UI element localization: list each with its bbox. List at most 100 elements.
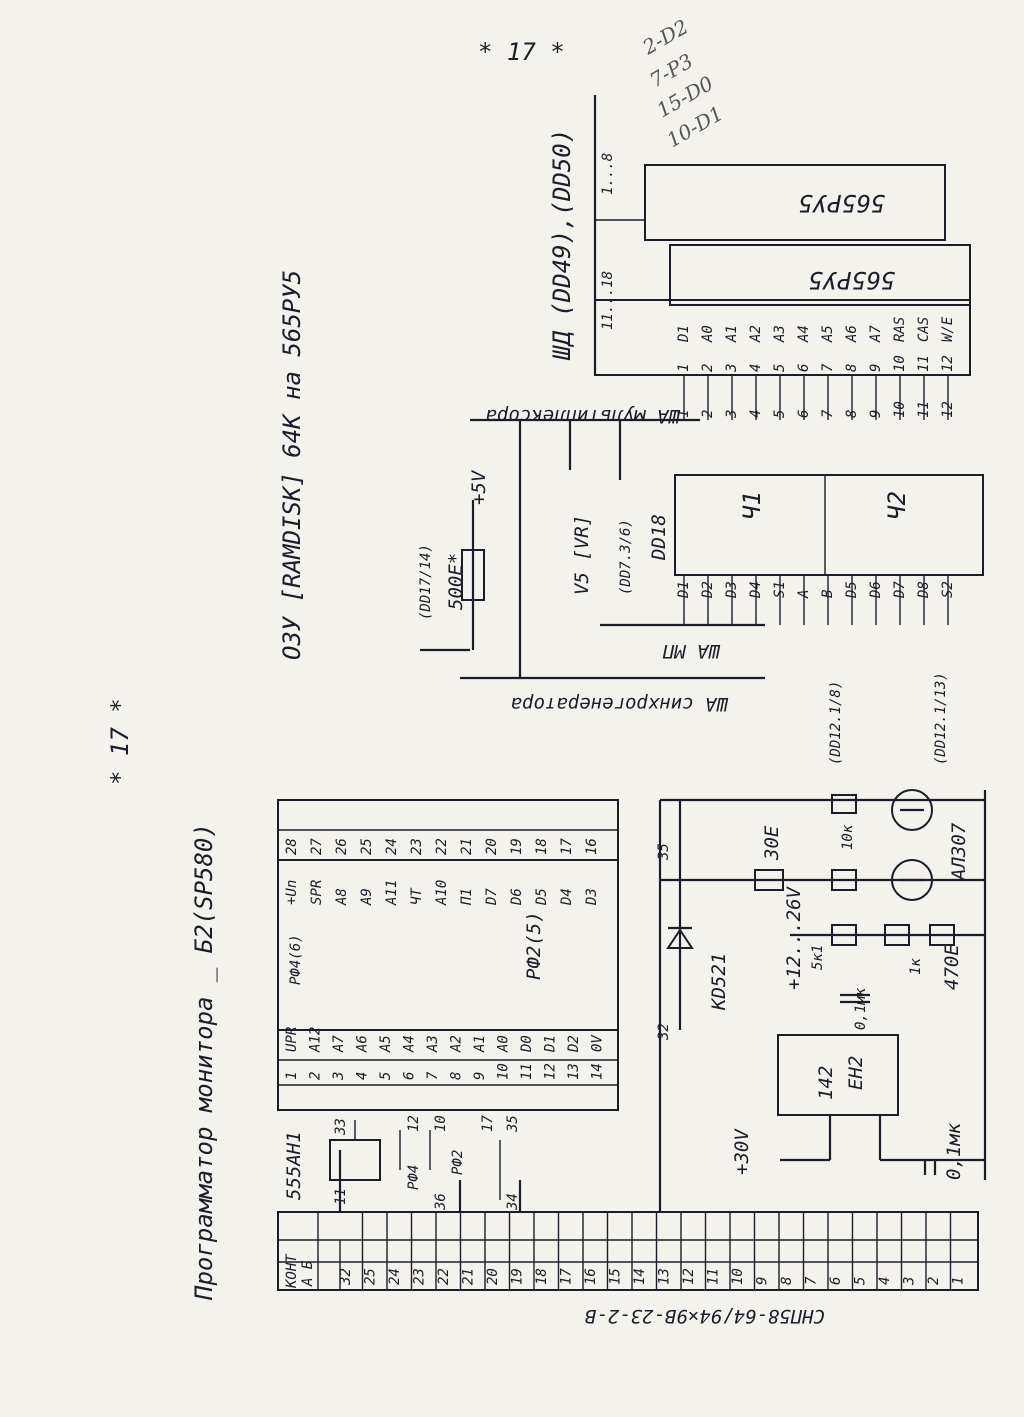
mem-num-2: 2 bbox=[700, 364, 716, 372]
svg-text:36: 36 bbox=[433, 1193, 449, 1211]
rom-left-num-1: 1 bbox=[284, 1072, 300, 1080]
switch-555AH1: 555АН1 РФ4 РФ2 12 10 17 35 33 11 36 34 bbox=[283, 1115, 521, 1211]
mem-pin-A6: A6 bbox=[844, 325, 860, 343]
rom-left-pin-7: A3 bbox=[425, 1035, 441, 1053]
rom-left-num-10: 10 bbox=[496, 1063, 512, 1080]
rom-right-num-13: 16 bbox=[584, 838, 600, 855]
programmer-title: Программатор монитора _ Б2(SP580) bbox=[190, 823, 218, 1301]
svg-text:+12...26V: +12...26V bbox=[783, 885, 805, 990]
svg-text:ШД (DD49),(DD50): ШД (DD49),(DD50) bbox=[548, 129, 576, 361]
svg-text:Ч1: Ч1 bbox=[738, 491, 766, 520]
rom-right-num-1: 28 bbox=[284, 838, 300, 855]
connector-row-3: 3 bbox=[902, 1277, 918, 1286]
rom-left-pin-14: 0V bbox=[590, 1034, 606, 1052]
svg-text:35: 35 bbox=[656, 843, 672, 861]
connector-row-11: 11 bbox=[706, 1268, 722, 1285]
svg-text:ША синхрогенератора: ША синхрогенератора bbox=[511, 693, 729, 715]
rom-left-pin-12: D1 bbox=[543, 1035, 559, 1053]
mem-bus-8: 8 bbox=[844, 410, 860, 418]
memory-chips: 565РУ5 565РУ5 11...18 1...8 bbox=[593, 95, 971, 376]
rom-left-num-12: 12 bbox=[543, 1063, 559, 1080]
rom-left-pin-5: A5 bbox=[378, 1035, 394, 1053]
connector-row-24: 24 bbox=[387, 1268, 403, 1285]
mem-num-8: 8 bbox=[844, 364, 860, 372]
rom-right-pin-12: D4 bbox=[559, 888, 575, 906]
rom-right-num-7: 22 bbox=[434, 838, 450, 855]
rom-right-num-11: 18 bbox=[534, 838, 550, 855]
svg-text:12: 12 bbox=[406, 1115, 422, 1132]
connector-row-22: 22 bbox=[436, 1268, 452, 1285]
connector-bus bbox=[338, 790, 987, 1212]
rom-left-num-6: 6 bbox=[402, 1072, 418, 1080]
svg-text:(DD17/14): (DD17/14) bbox=[418, 544, 434, 620]
mem-bus-5: 5 bbox=[772, 410, 788, 418]
regulator-142eh2: 142 ЕН2 +30V +12...26V bbox=[731, 885, 985, 1175]
svg-text:(DD7.3/6): (DD7.3/6) bbox=[618, 519, 634, 595]
mux-dd18: DD18 Ч1 Ч2 bbox=[648, 474, 984, 576]
rom-left-num-11: 11 bbox=[519, 1063, 535, 1080]
rom-left-pin-6: A4 bbox=[402, 1035, 418, 1053]
passives: 30Е 10к 5к1 1к 470Е 0,1мк 0,1мк bbox=[660, 794, 985, 1180]
svg-text:470Е: 470Е bbox=[941, 944, 963, 990]
svg-text:РФ4: РФ4 bbox=[406, 1165, 422, 1190]
mem-num-9: 9 bbox=[868, 364, 884, 372]
svg-text:32: 32 bbox=[656, 1023, 672, 1041]
connector-row-13: 13 bbox=[657, 1268, 673, 1285]
rom-right-pin-13: D3 bbox=[584, 888, 600, 906]
led-indicators: АЛ307 bbox=[891, 789, 970, 901]
rom-left-pin-9: A1 bbox=[472, 1035, 488, 1053]
rom-name: РФ2(5) bbox=[523, 911, 545, 980]
svg-text:35: 35 bbox=[505, 1115, 521, 1133]
mem-pin-A0: A0 bbox=[700, 325, 716, 343]
mem-bus-1: 1 bbox=[676, 410, 692, 418]
svg-text:33: 33 bbox=[333, 1118, 349, 1136]
svg-text:5к1: 5к1 bbox=[810, 945, 826, 970]
rom-left-pin-13: D2 bbox=[566, 1035, 582, 1053]
rom-right-num-4: 25 bbox=[359, 838, 375, 855]
svg-text:0,1мк: 0,1мк bbox=[853, 987, 869, 1030]
rom-right-pins: +Un28SPR27A826A925A1124ЧТ23A1022П121D720… bbox=[284, 838, 600, 906]
connector-header-1: КОНТ bbox=[284, 1253, 300, 1289]
connector-row-7: 7 bbox=[804, 1276, 820, 1285]
rom-left-num-14: 14 bbox=[590, 1063, 606, 1080]
rom-right-pin-9: D7 bbox=[484, 888, 500, 906]
connector-row-23: 23 bbox=[412, 1268, 428, 1285]
rom-left-num-5: 5 bbox=[378, 1072, 394, 1080]
mem-bus-3: 3 bbox=[724, 410, 740, 419]
rom-socket: РФ2(5) РФ4(6) bbox=[277, 799, 619, 1111]
rom-right-num-12: 17 bbox=[559, 838, 575, 855]
diode-kd521: KD521 35 32 bbox=[656, 800, 730, 1041]
connector-row-9: 9 bbox=[755, 1277, 771, 1285]
mem-bus-9: 9 bbox=[868, 410, 884, 418]
svg-text:РФ2: РФ2 bbox=[450, 1150, 466, 1175]
rom-right-pin-2: SPR bbox=[309, 880, 325, 905]
mem-pin-A7: A7 bbox=[868, 325, 884, 343]
mem-pin-D1: D1 bbox=[676, 325, 692, 343]
rom-left-pin-10: A0 bbox=[496, 1035, 512, 1053]
rom-left-pin-2: A12 bbox=[308, 1027, 324, 1053]
rom-right-pin-11: D5 bbox=[534, 888, 550, 906]
mem-num-4: 4 bbox=[748, 364, 764, 372]
svg-text:565РУ5: 565РУ5 bbox=[808, 266, 895, 294]
svg-text:DD18: DD18 bbox=[648, 514, 670, 561]
rom-left-num-2: 2 bbox=[308, 1072, 324, 1080]
mem-num-6: 6 bbox=[796, 364, 812, 372]
rom-left-num-9: 9 bbox=[472, 1072, 488, 1080]
rom-left-pins: UPR1A122A73A64A55A46A37A28A19A010D011D11… bbox=[284, 1027, 606, 1081]
rom-right-num-10: 19 bbox=[509, 838, 525, 855]
ramdisk-title: ОЗУ [RAMDISK] 64К на 565РУ5 bbox=[278, 270, 306, 660]
ramdisk-buses: ША мультиплексора ША МП ША синхрогенерат… bbox=[460, 129, 765, 715]
connector-row-1: 1 bbox=[951, 1277, 967, 1285]
rom-left-pin-11: D0 bbox=[519, 1035, 535, 1053]
rom-right-num-2: 27 bbox=[309, 838, 325, 855]
connector-label: СНП58-64/94×9В-23-2-В bbox=[585, 1305, 825, 1327]
mem-bus-10: 10 bbox=[892, 401, 908, 418]
rom-alt: РФ4(6) bbox=[288, 934, 304, 985]
rom-left-num-3: 3 bbox=[331, 1072, 347, 1081]
page-marker-right: * 17 * bbox=[478, 38, 565, 66]
rom-right-num-6: 23 bbox=[409, 838, 425, 855]
mem-num-11: 11 bbox=[916, 355, 932, 372]
